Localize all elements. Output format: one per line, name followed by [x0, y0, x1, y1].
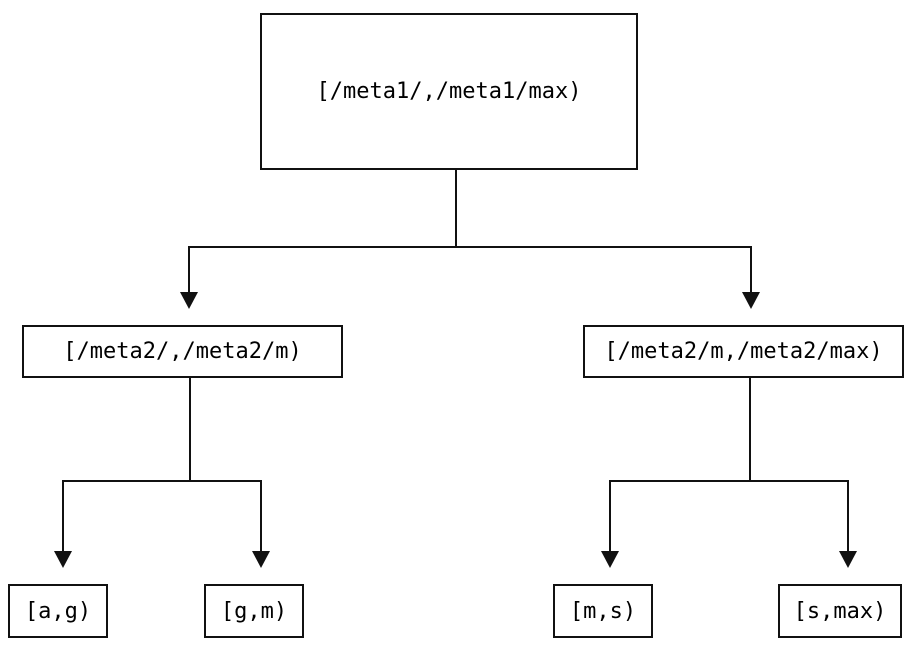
tree-node-leaf-ms: [m,s) [553, 584, 653, 638]
arrowhead-icon [742, 292, 760, 309]
tree-node-leaf-gm-label: [g,m) [220, 598, 288, 624]
arrowhead-icon [180, 292, 198, 309]
arrowhead-icon [839, 551, 857, 568]
tree-node-leaf-ms-label: [m,s) [569, 598, 637, 624]
tree-node-root-label: [/meta1/,/meta1/max) [316, 79, 582, 104]
tree-node-leaf-smax-label: [s,max) [793, 598, 887, 624]
tree-node-root: [/meta1/,/meta1/max) [260, 13, 638, 170]
arrowhead-icon [252, 551, 270, 568]
tree-node-left: [/meta2/,/meta2/m) [22, 325, 343, 378]
tree-node-leaf-gm: [g,m) [204, 584, 304, 638]
tree-node-left-label: [/meta2/,/meta2/m) [63, 339, 302, 364]
tree-node-leaf-smax: [s,max) [778, 584, 902, 638]
arrowhead-icon [601, 551, 619, 568]
tree-node-leaf-ag: [a,g) [8, 584, 108, 638]
tree-node-right-label: [/meta2/m,/meta2/max) [604, 339, 883, 364]
tree-node-leaf-ag-label: [a,g) [24, 598, 92, 624]
arrowhead-icon [54, 551, 72, 568]
tree-node-right: [/meta2/m,/meta2/max) [583, 325, 904, 378]
